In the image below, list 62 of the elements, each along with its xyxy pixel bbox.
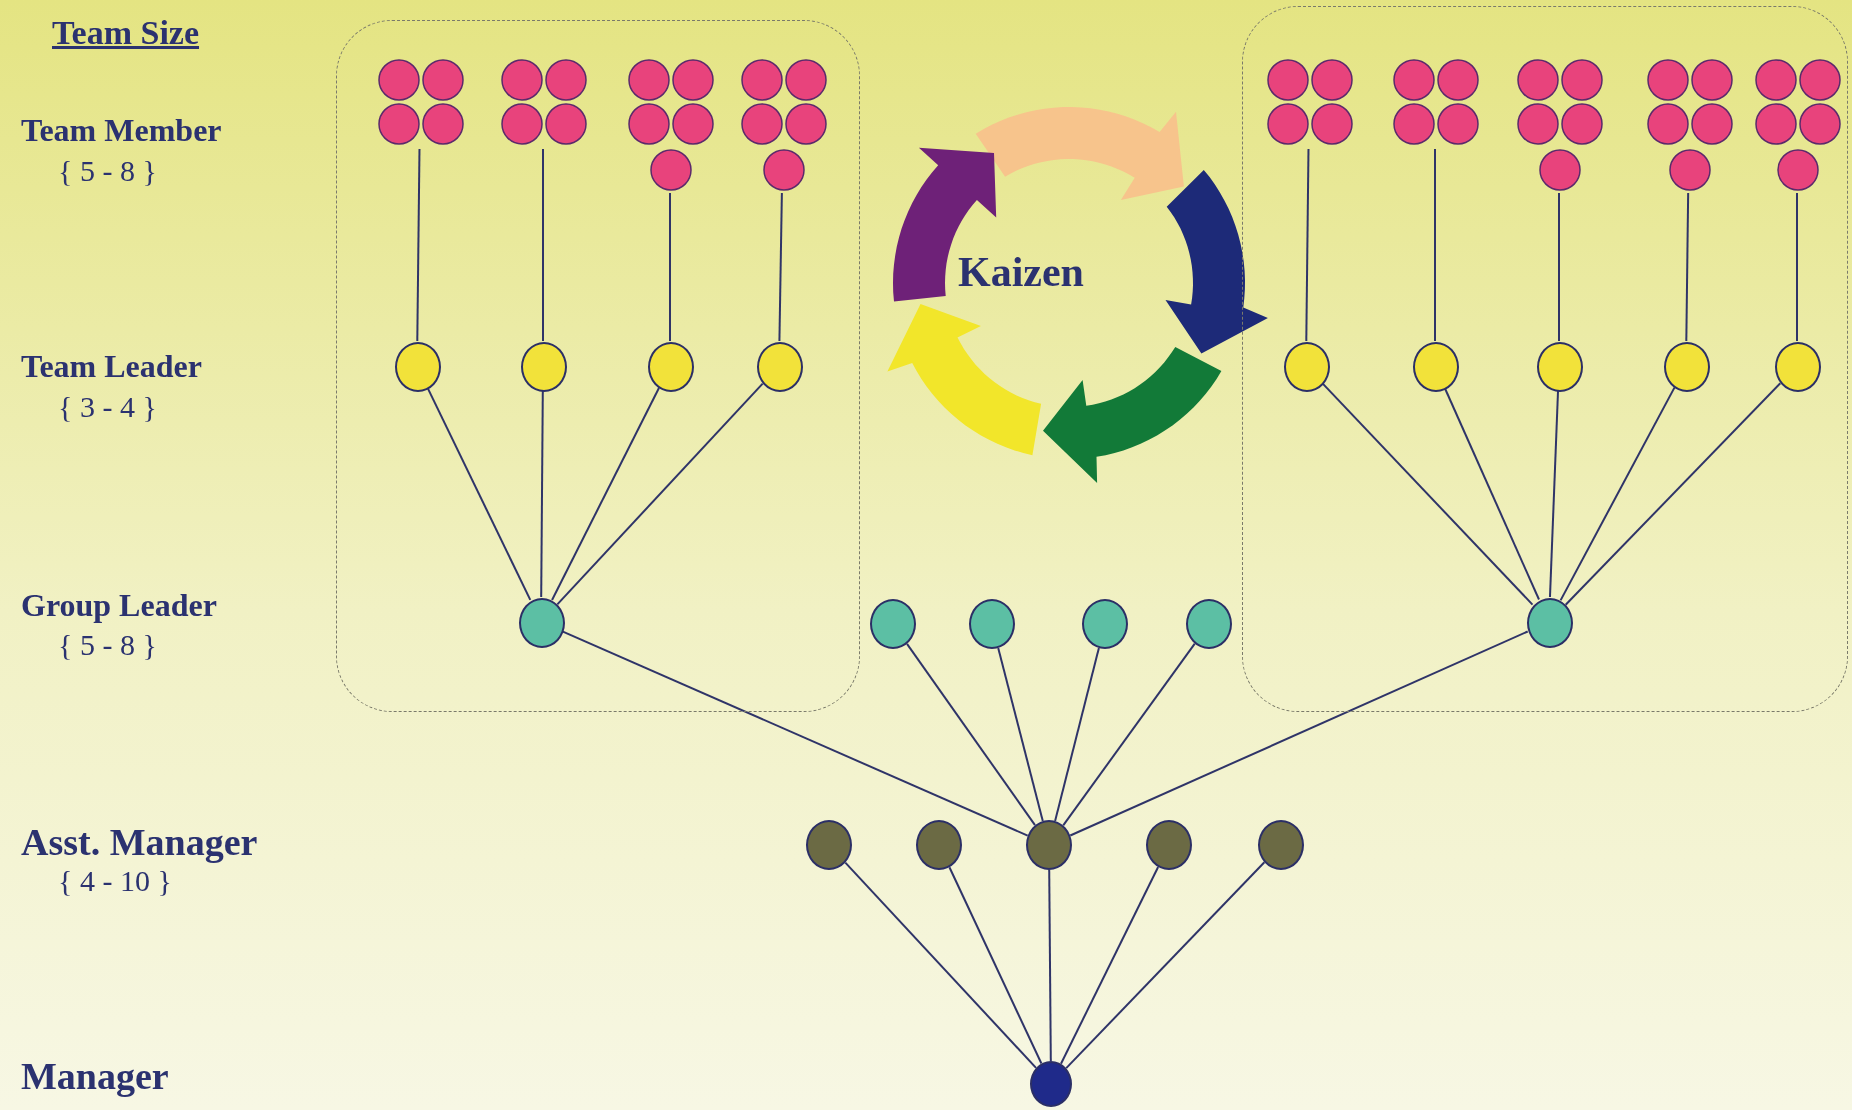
connector-line	[1054, 647, 1100, 822]
group-boundary-box	[336, 20, 860, 712]
connector-line	[1048, 869, 1052, 1062]
group-leader-circle	[969, 599, 1015, 649]
connector-line	[1549, 390, 1559, 598]
connector-line	[844, 861, 1037, 1069]
connector-line	[1685, 192, 1690, 342]
connector-line	[1564, 382, 1782, 606]
team-size-range: { 3 - 4 }	[58, 390, 157, 424]
connector-line	[1062, 642, 1196, 827]
team-size-range: { 5 - 8 }	[58, 154, 157, 188]
group-leader-circle	[519, 598, 565, 648]
team-leader-circle	[1775, 342, 1821, 392]
level-name: Team Leader	[21, 348, 202, 385]
connector-line	[556, 382, 764, 606]
group-boundary-box	[1242, 6, 1848, 712]
connector-line	[1065, 861, 1266, 1070]
connector-line	[540, 390, 544, 598]
group-leader-circle	[1527, 598, 1573, 648]
connector-line	[669, 192, 671, 342]
connector-line	[1558, 192, 1560, 342]
connector-line	[1444, 387, 1540, 601]
connector-line	[1305, 148, 1310, 342]
team-leader-circle	[648, 342, 694, 392]
team-leader-circle	[1413, 342, 1459, 392]
connector-line	[1434, 148, 1436, 342]
team-leader-circle	[1537, 342, 1583, 392]
team-size-heading: Team Size	[52, 14, 199, 52]
team-leader-circle	[1284, 342, 1330, 392]
connector-line	[997, 647, 1044, 822]
connector-line	[948, 866, 1043, 1065]
assistant-manager-circle	[1258, 820, 1304, 870]
connector-line	[416, 148, 421, 342]
assistant-manager-circle	[916, 820, 962, 870]
level-name: Asst. Manager	[21, 820, 258, 864]
group-leader-circle	[1186, 599, 1232, 649]
connector-line	[1321, 382, 1534, 606]
connector-line	[1069, 630, 1529, 837]
connector-line	[542, 148, 544, 342]
team-leader-circle	[395, 342, 441, 392]
assistant-manager-circle	[1026, 820, 1072, 870]
assistant-manager-circle	[806, 820, 852, 870]
team-leader-circle	[1664, 342, 1710, 392]
level-name: Group Leader	[21, 587, 217, 624]
cycle-label: Kaizen	[958, 248, 1084, 296]
assistant-manager-circle	[1146, 820, 1192, 870]
connector-line	[1060, 866, 1160, 1065]
team-leader-circle	[757, 342, 803, 392]
connector-line	[778, 192, 783, 342]
connector-line	[906, 642, 1036, 827]
level-name: Manager	[21, 1054, 169, 1098]
connector-line	[1559, 386, 1676, 602]
connector-line	[1796, 192, 1798, 342]
team-size-range: { 5 - 8 }	[58, 628, 157, 662]
team-leader-circle	[521, 342, 567, 392]
team-size-range: { 4 - 10 }	[58, 864, 172, 898]
level-name: Team Member	[21, 112, 222, 149]
connector-line	[551, 386, 660, 602]
manager-circle	[1030, 1061, 1072, 1107]
connector-line	[426, 387, 532, 601]
group-leader-circle	[1082, 599, 1128, 649]
group-leader-circle	[870, 599, 916, 649]
